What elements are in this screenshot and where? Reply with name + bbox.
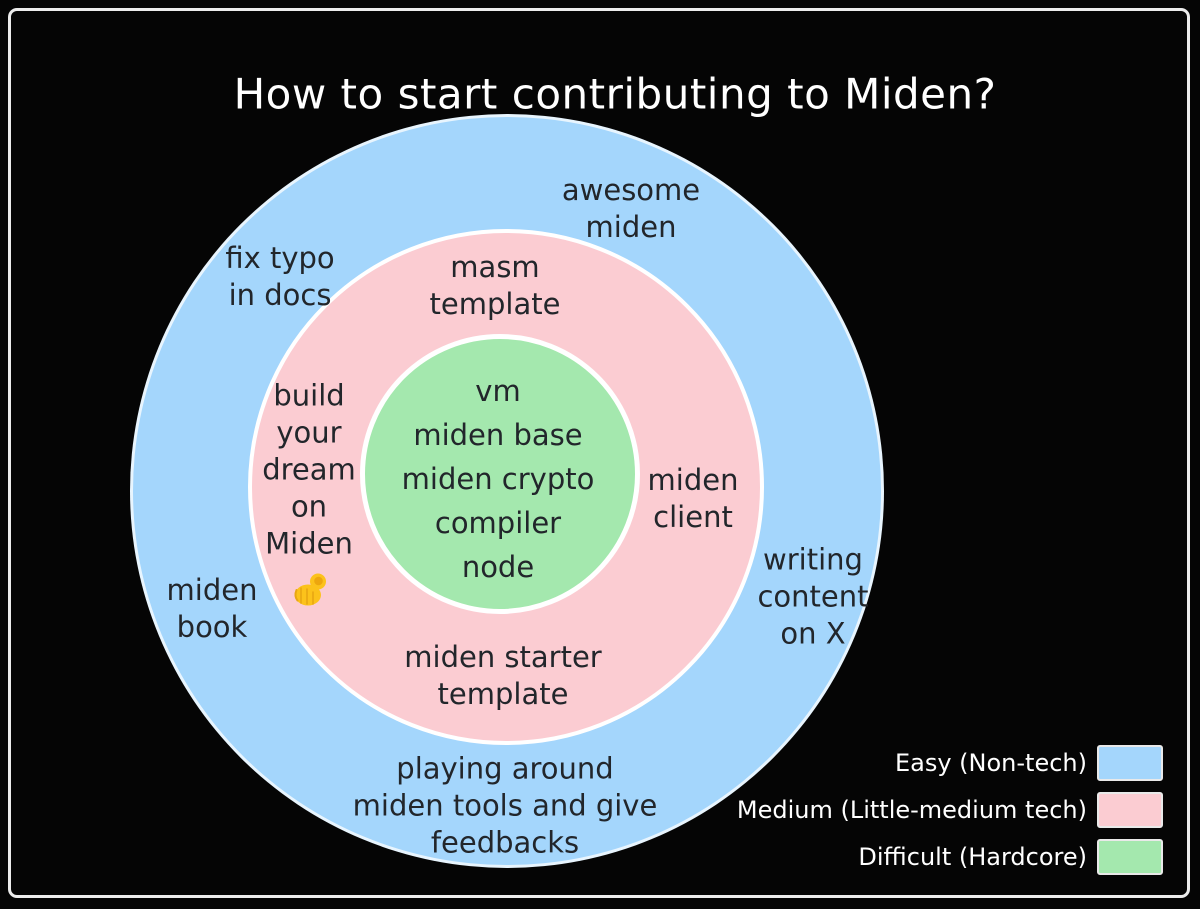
- legend-item-medium: Medium (Little-medium tech): [737, 792, 1163, 828]
- legend: Easy (Non-tech) Medium (Little-medium te…: [737, 745, 1163, 886]
- difficult-project-vm: vm: [475, 374, 521, 408]
- label-awesome-miden: awesome miden: [561, 173, 701, 244]
- legend-swatch-easy: [1097, 745, 1163, 781]
- label-masm-template: masm template: [429, 250, 561, 321]
- label-miden-book: miden book: [166, 573, 258, 644]
- label-playing-around-feedbacks: playing around miden tools and give feed…: [352, 751, 658, 860]
- label-build-your-dream-on-miden: build your dream on Miden: [262, 378, 356, 561]
- label-miden-starter-template: miden starter template: [404, 640, 602, 711]
- legend-label-difficult: Difficult (Hardcore): [858, 843, 1087, 871]
- index-pointing-at-viewer-emoji: [292, 569, 332, 609]
- difficult-project-miden-base: miden base: [413, 418, 583, 452]
- label-miden-client: miden client: [647, 463, 739, 534]
- legend-label-easy: Easy (Non-tech): [894, 749, 1087, 777]
- label-fix-typo-in-docs: fix typo in docs: [225, 241, 335, 312]
- difficult-project-miden-crypto: miden crypto: [401, 462, 595, 496]
- legend-swatch-medium: [1097, 792, 1163, 828]
- ring-difficult-circle: [360, 334, 640, 614]
- page-title: How to start contributing to Miden?: [233, 69, 997, 119]
- difficult-project-compiler: compiler: [434, 506, 562, 540]
- difficult-project-node: node: [461, 550, 535, 584]
- legend-item-difficult: Difficult (Hardcore): [737, 839, 1163, 875]
- legend-swatch-difficult: [1097, 839, 1163, 875]
- label-writing-content-on-x: writing content on X: [757, 542, 869, 651]
- difficult-projects-list: vm miden base miden crypto compiler node: [402, 369, 595, 589]
- legend-label-medium: Medium (Little-medium tech): [736, 796, 1087, 824]
- legend-item-easy: Easy (Non-tech): [737, 745, 1163, 781]
